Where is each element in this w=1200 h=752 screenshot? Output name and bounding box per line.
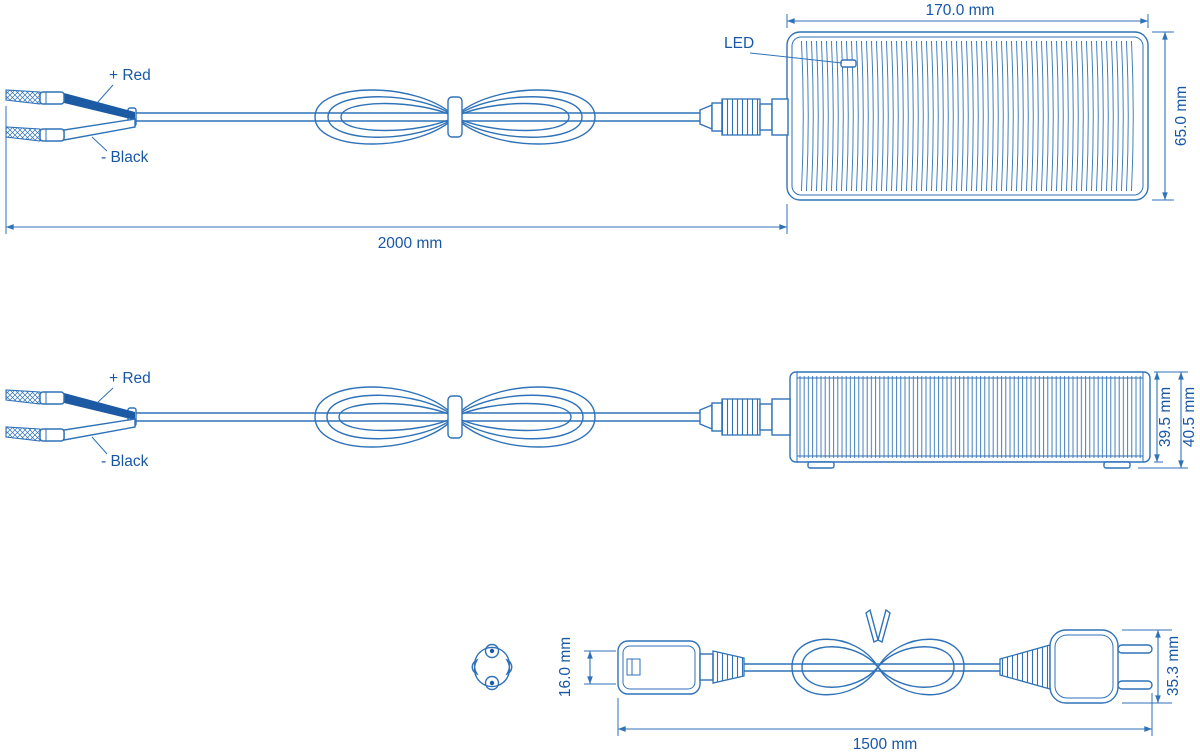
black-wire-label: - Black (101, 149, 149, 166)
ac-cord-view: 16.0 mm (471, 608, 1182, 752)
black-leader-line (91, 436, 108, 455)
pin-hole-bottom (484, 675, 500, 691)
red-wire-label: + Red (109, 67, 151, 84)
dc-strain-relief-top (699, 98, 789, 136)
foot-right (1103, 461, 1131, 469)
dimension-label-total-height: 40.5 mm (1181, 387, 1198, 447)
dimension-label-cable-length: 2000 mm (378, 235, 443, 252)
led-label: LED (724, 35, 754, 52)
black-wire-label: - Black (101, 453, 149, 470)
dimension-label-cord-length: 1500 mm (853, 736, 918, 752)
adapter-detail-lines (796, 372, 1144, 462)
extension-lines (584, 650, 616, 685)
dimension-label-body-height: 39.5 mm (1157, 387, 1174, 447)
side-view: 39.5 mm 40.5 mm (5, 370, 1198, 470)
red-leader-line (96, 387, 114, 404)
red-braid-tip (5, 389, 41, 405)
barrel-step (711, 102, 723, 132)
pin-hole-top (484, 643, 500, 659)
top-view: 170.0 mm LED 65.0 mm (5, 2, 1190, 252)
cable-cone (699, 103, 713, 131)
foot-left (807, 461, 835, 469)
pin-dot-top (489, 648, 495, 654)
cable-loop-top (314, 89, 596, 145)
plug-pin-bottom (1117, 680, 1153, 690)
figure8-connector-section (471, 643, 513, 691)
led-leader-line (749, 52, 843, 64)
case-collar (771, 98, 789, 136)
figure8-outline (471, 646, 513, 688)
twist-tie-right-prong (877, 608, 891, 644)
extension-lines (1122, 629, 1172, 704)
red-leader-line (96, 84, 114, 104)
black-braid-tip (5, 426, 41, 442)
adapter-body-top (786, 31, 1149, 201)
black-terminal (39, 128, 65, 142)
dc-cable-top (135, 112, 700, 122)
cable-cone (699, 403, 713, 431)
black-wire (63, 418, 136, 441)
extension-lines (1152, 31, 1174, 201)
plug-body (1049, 629, 1119, 704)
cable-loop-side (314, 386, 596, 448)
black-braid-tip (5, 126, 41, 142)
black-wire (63, 118, 136, 141)
pin-dot-bottom (489, 680, 495, 686)
case-collar (771, 398, 791, 436)
plug-strain-relief (999, 644, 1051, 690)
adapter-ribs-fill (797, 376, 1143, 458)
dimension-label-height: 65.0 mm (1173, 86, 1190, 146)
barrel-step (711, 402, 723, 432)
c7-connector (617, 640, 745, 695)
cable-tie (447, 96, 463, 138)
euro-plug (999, 629, 1153, 704)
ac-cable-loop (791, 608, 965, 696)
c7-neck (699, 653, 714, 681)
dimension-cord-length: 1500 mm (617, 693, 1153, 752)
c7-slot (626, 658, 641, 676)
dimension-plug-height: 35.3 mm (1122, 629, 1182, 704)
dimension-label-plug: 35.3 mm (1165, 636, 1182, 696)
dimension-body-height: 39.5 mm 40.5 mm (1138, 371, 1198, 469)
dimension-label-width: 170.0 mm (926, 2, 995, 19)
dc-strain-relief-side (699, 398, 791, 436)
black-leader-line (91, 136, 108, 152)
red-wire (64, 93, 135, 120)
ac-cable (744, 663, 1000, 672)
red-terminal (39, 391, 65, 405)
adapter-body-side (789, 371, 1151, 469)
plug-pin-top (1117, 644, 1153, 654)
dimension-cable-length: 2000 mm (5, 106, 788, 252)
wire-ends-top: + Red - Black (5, 67, 151, 166)
c7-body (617, 640, 701, 695)
led-callout: LED (724, 35, 843, 64)
plug-inner-outline (1054, 634, 1114, 699)
dimension-connector-height: 16.0 mm (557, 637, 616, 697)
cable-tie (447, 395, 463, 439)
dimension-label-connector: 16.0 mm (557, 637, 574, 697)
red-wire (64, 393, 135, 420)
ribbed-barrel (721, 98, 761, 136)
red-wire-label: + Red (109, 370, 151, 387)
c7-strain-relief (712, 650, 745, 684)
dc-cable-side (135, 412, 700, 422)
barrel-neck (759, 403, 773, 431)
c7-inner-outline (622, 645, 696, 690)
wire-ends-side: + Red - Black (5, 370, 151, 470)
ribbed-barrel (721, 398, 761, 436)
twist-tie-left-prong (865, 608, 879, 644)
barrel-neck (759, 103, 773, 131)
red-terminal (39, 91, 65, 105)
dimension-adapter-height: 65.0 mm (1152, 31, 1190, 201)
black-terminal (39, 428, 65, 442)
adapter-inner-outline (791, 36, 1144, 196)
dimension-adapter-width: 170.0 mm (786, 2, 1149, 28)
red-braid-tip (5, 89, 41, 105)
loop-strand-inner (801, 646, 955, 688)
led-indicator (840, 59, 857, 68)
